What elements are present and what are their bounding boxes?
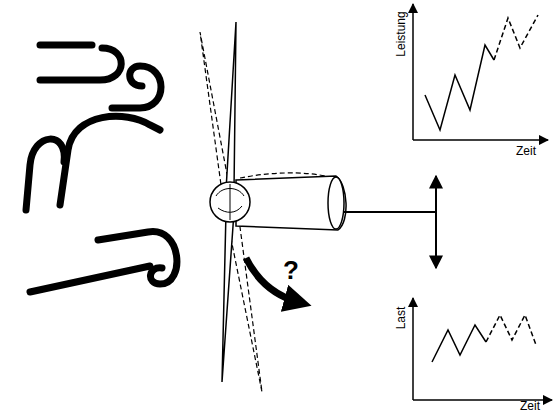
wind-turbine (210, 22, 346, 382)
double-arrow (435, 176, 437, 268)
wind-lines (26, 45, 177, 292)
axis-label: Leistung (395, 11, 407, 56)
axis-label: Last (395, 307, 407, 330)
power-chart (413, 4, 548, 140)
question-mark: ? (283, 257, 299, 283)
axis-label: Zeit (520, 400, 540, 412)
axis-label: Zeit (516, 145, 536, 157)
coupling-line (344, 211, 436, 213)
load-chart (413, 298, 552, 400)
motion-arrow (246, 258, 298, 302)
